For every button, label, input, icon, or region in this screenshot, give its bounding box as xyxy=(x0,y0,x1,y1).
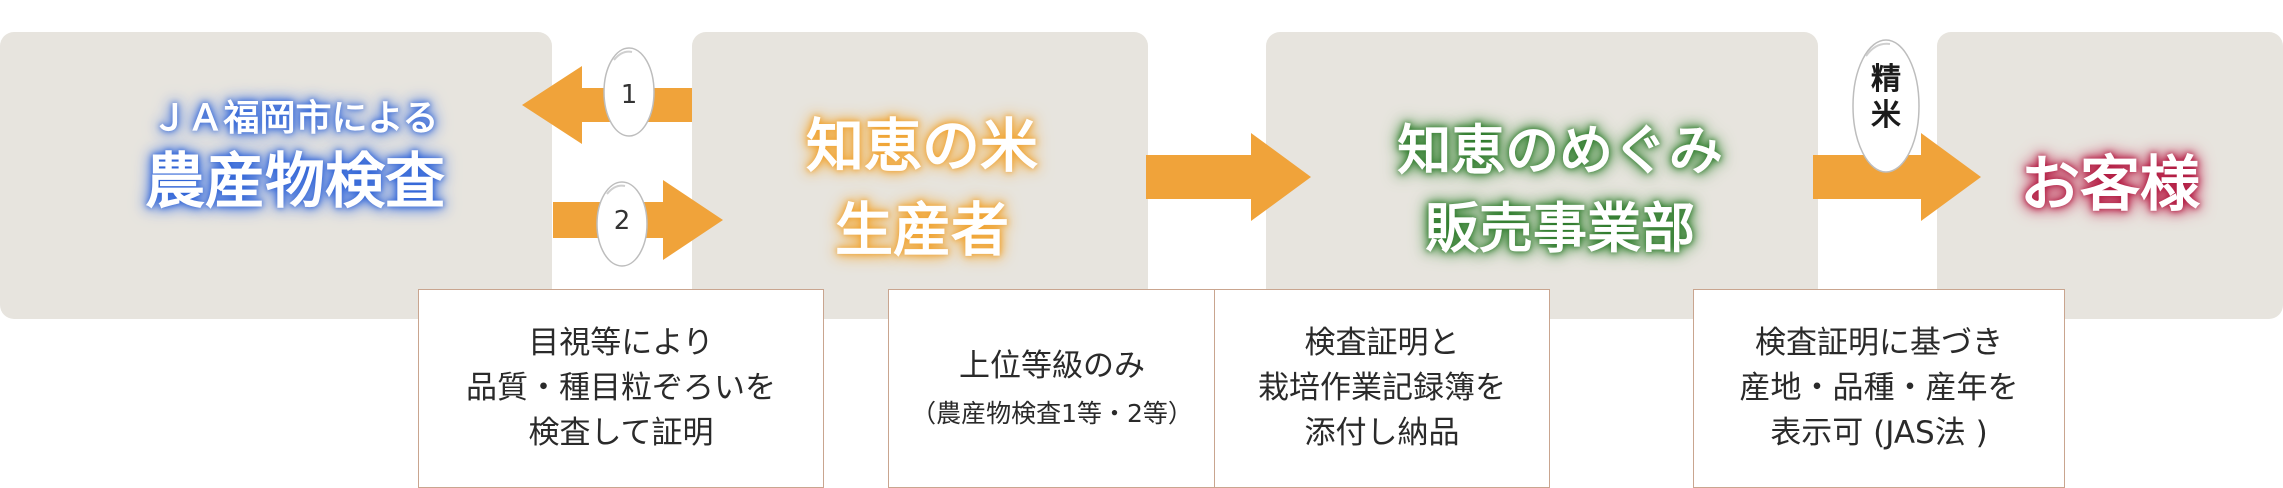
note-labeling-line2: 産地・品種・産年を xyxy=(1739,370,2019,407)
polishing-label: 精 米 xyxy=(1861,62,1911,134)
panel-ja-inspection xyxy=(0,32,552,319)
arrow-producer-to-sales xyxy=(1146,133,1311,221)
stage-producer: 知恵の米 生産者 xyxy=(712,104,1132,272)
stage-sales-line1: 知恵のめぐみ xyxy=(1397,119,1723,182)
note-grade: 上位等級のみ （農産物検査1等・2等） xyxy=(888,289,1216,488)
step-2-label: 2 xyxy=(613,206,631,236)
note-grade-line2: （農産物検査1等・2等） xyxy=(911,399,1193,429)
panel-producer xyxy=(692,32,1148,319)
stage-ja-subtitle: ＪＡ福岡市による xyxy=(151,98,439,139)
note-labeling: 検査証明に基づき 産地・品種・産年を 表示可 (JAS法 ) xyxy=(1693,289,2065,488)
polishing-char-1: 精 xyxy=(1871,62,1901,97)
note-labeling-line3: 表示可 (JAS法 ) xyxy=(1770,414,1988,451)
stage-sales-line2: 販売事業部 xyxy=(1425,197,1695,261)
note-inspection-line3: 検査して証明 xyxy=(528,414,714,451)
note-inspection-line1: 目視等により xyxy=(528,325,714,362)
arrow-sales-to-customer xyxy=(1813,133,1981,221)
note-delivery-line3: 添付し納品 xyxy=(1304,414,1460,451)
stage-producer-line1: 知恵の米 xyxy=(805,112,1038,180)
stage-customer: お客様 xyxy=(1960,146,2260,224)
stage-customer-label: お客様 xyxy=(2020,150,2200,220)
note-grade-line1: 上位等級のみ xyxy=(959,348,1145,385)
polishing-char-2: 米 xyxy=(1871,98,1901,133)
note-delivery: 検査証明と 栽培作業記録簿を 添付し納品 xyxy=(1214,289,1550,488)
stage-ja-title: 農産物検査 xyxy=(145,146,445,217)
rice-grain-icon xyxy=(1852,39,1920,173)
note-delivery-line2: 栽培作業記録簿を xyxy=(1258,370,1506,407)
rice-grain-icon xyxy=(596,181,648,267)
note-delivery-line1: 検査証明と xyxy=(1304,325,1460,362)
stage-ja-inspection: ＪＡ福岡市による 農産物検査 xyxy=(60,96,530,221)
step-1-label: 1 xyxy=(620,80,638,110)
stage-sales-department: 知恵のめぐみ 販売事業部 xyxy=(1300,112,1820,269)
note-inspection: 目視等により 品質・種目粒ぞろいを 検査して証明 xyxy=(418,289,824,488)
panel-sales-department xyxy=(1266,32,1818,319)
panel-customer xyxy=(1937,32,2283,319)
note-labeling-line1: 検査証明に基づき xyxy=(1755,325,2003,362)
stage-producer-line2: 生産者 xyxy=(834,196,1009,265)
note-inspection-line2: 品質・種目粒ぞろいを xyxy=(466,370,776,407)
rice-grain-icon xyxy=(603,47,655,137)
